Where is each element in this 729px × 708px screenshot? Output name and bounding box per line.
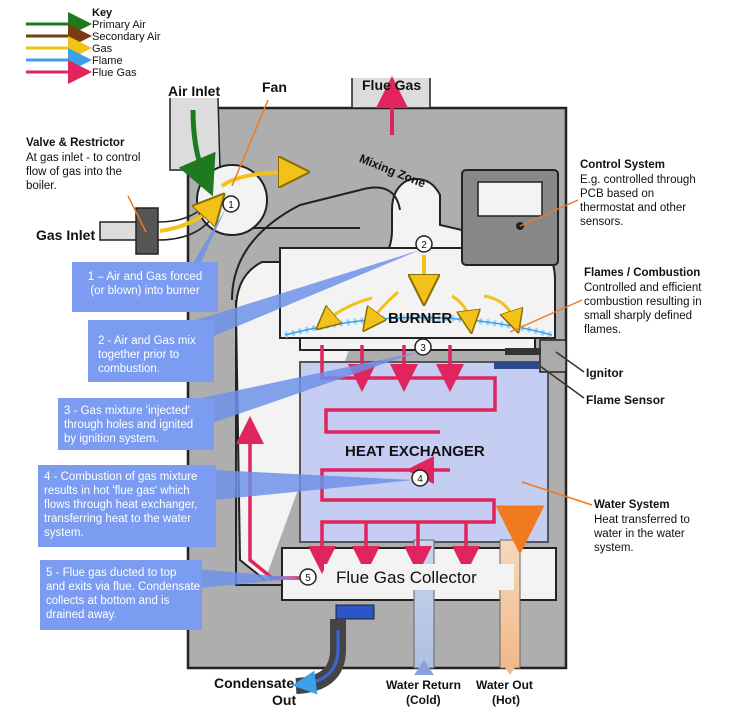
step-5-line-3: drained away. [46,609,117,621]
step-3-line-0: 3 - Gas mixture 'injected' [64,405,190,417]
step-marker-1: 1 [222,195,240,213]
step-marker-3: 3 [414,338,432,356]
water-annotation-line-2: system. [594,542,634,554]
water-out-label-1: Water Out [476,678,533,692]
water-return-arrow [414,660,434,675]
flame-sensor [494,362,540,369]
control-display [477,181,543,217]
step-2-line-2: combustion. [98,363,160,375]
flue-gas-collector-label: Flue Gas Collector [336,568,477,587]
step-4-line-3: transferring heat to the water [44,513,191,525]
gas-inlet-arrow [159,205,214,233]
control-annotation-line-3: sensors. [580,216,623,228]
step-5-line-0: 5 - Flue gas ducted to top [46,567,176,579]
step-box-5 [40,560,202,630]
step-1-line-1: (or blown) into burner [90,285,199,297]
flames-annotation-line-1: combustion resulting in [584,296,702,308]
flue-gas-path-lower [308,468,496,574]
fan-gas-arrow [220,172,294,186]
step-3-line-1: through holes and ignited [64,419,193,431]
legend-label-4: Flue Gas [92,67,137,79]
primary-air-arrow [178,109,216,197]
ignitor-mount [539,339,567,373]
valve-annotation-line-0: At gas inlet - to control [26,152,140,164]
flame-sensor-label: Flame Sensor [586,393,665,407]
svg-text:5: 5 [305,573,311,584]
step-box-4 [38,465,216,547]
ignitor [505,348,541,355]
legend-label-0: Primary Air [92,19,146,31]
legend-label-2: Gas [92,43,113,55]
condensate-label-1: Condensate [214,675,294,691]
ignitor-label: Ignitor [586,366,624,380]
step-2-line-1: together prior to [98,349,179,361]
condensate-label-2: Out [272,692,296,708]
step-5-line-1: and exits via flue. Condensate [46,581,200,593]
step-4-line-0: 4 - Combustion of gas mixture [44,471,197,483]
step-1-line-0: 1 – Air and Gas forced [88,271,202,283]
step-box-3 [58,398,214,450]
heat-exchanger-label: HEAT EXCHANGER [345,443,485,460]
valve-annotation-line-1: flow of gas into the [26,166,122,178]
step-4-line-4: system. [44,527,84,539]
water-out-arrow [500,660,520,675]
step-4-line-1: results in hot 'flue gas' which [44,485,190,497]
step-marker-2: 2 [415,235,433,253]
valve-annotation-line-2: boiler. [26,180,57,192]
water-out-label-2: (Hot) [492,693,520,707]
step-box-2 [88,320,214,382]
control-annotation-line-0: E.g. controlled through [580,174,696,186]
step-marker-4: 4 [411,469,429,487]
svg-text:1: 1 [228,200,234,211]
svg-text:3: 3 [420,343,426,354]
water-annotation-line-1: water in the water [593,528,685,540]
legend-label-3: Flame [92,55,123,67]
condensate-trap [335,604,375,620]
valve-restrictor [135,207,159,255]
step-3-line-2: by ignition system. [64,433,159,445]
water-annotation-title: Water System [594,499,670,511]
control-annotation-title: Control System [580,159,665,171]
air-inlet-label: Air Inlet [168,83,220,99]
flue-gas-top-label: Flue Gas [362,77,421,93]
svg-text:2: 2 [421,240,427,251]
gas-inlet-label: Gas Inlet [36,227,95,243]
water-return-label-2: (Cold) [406,693,441,707]
fan-label: Fan [262,79,287,95]
step-marker-5: 5 [299,568,317,586]
flames-annotation-line-2: small sharply defined [584,310,692,322]
burner-label: BURNER [388,310,452,327]
water-out-pipe [499,539,521,669]
flames-annotation-title: Flames / Combustion [584,267,700,279]
flames-annotation-line-0: Controlled and efficient [584,282,702,294]
legend-title: Key [92,7,113,19]
svg-text:4: 4 [417,474,423,485]
water-return-label-1: Water Return [386,678,461,692]
control-annotation-line-1: PCB based on [580,188,654,200]
step-box-1 [72,262,218,312]
water-annotation-line-0: Heat transferred to [594,514,690,526]
flames-annotation-line-3: flames. [584,324,621,336]
valve-annotation-title: Valve & Restrictor [26,137,125,149]
step-5-line-2: collects at bottom and is [46,595,170,607]
step-4-line-2: flows through heat exchanger, [44,499,197,511]
legend-label-1: Secondary Air [92,31,161,43]
control-annotation-line-2: thermostat and other [580,202,686,214]
step-2-line-0: 2 - Air and Gas mix [98,335,196,347]
gas-inlet-pipe [99,221,141,241]
